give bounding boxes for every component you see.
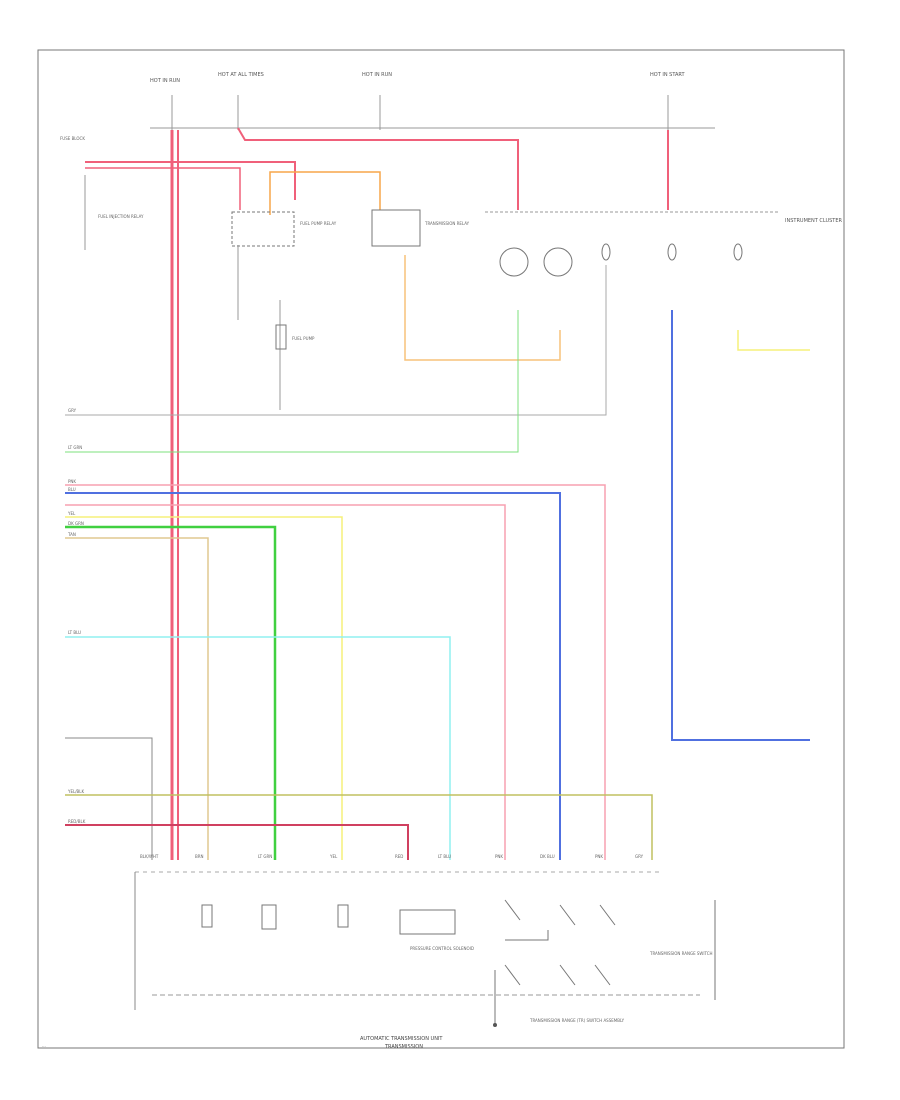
wire-pink-bundle-2 <box>65 504 506 860</box>
range-switch-icon <box>504 899 616 986</box>
wire-label-redblk: RED/BLK <box>68 819 86 824</box>
fuel-injection-relay-label: FUEL INJECTION RELAY <box>98 214 144 219</box>
gauge-2-icon <box>543 247 573 277</box>
diagram-frame <box>37 49 845 1049</box>
gauge-1-icon <box>499 247 529 277</box>
footer-code: ... <box>42 1043 46 1048</box>
bottom-conn-5: LT BLU <box>438 854 451 859</box>
bottom-conn-4: RED <box>395 854 403 859</box>
wire-label-tan: TAN <box>67 532 76 537</box>
tcm-subtitle: TRANSMISSION <box>384 1044 423 1050</box>
wire-pink-top <box>237 127 519 210</box>
wire-label-dkgrn: DK GRN <box>68 521 84 526</box>
wire-label-pnk: PNK <box>68 479 76 484</box>
fuel-pump-relay-label: FUEL PUMP RELAY <box>300 221 337 226</box>
wire-redblk <box>65 824 409 860</box>
wire-label-ylblk: YEL/BLK <box>67 789 85 794</box>
bottom-conn-8: PNK <box>595 854 603 859</box>
solenoid-1-icon <box>201 904 213 928</box>
fuel-pump-relay-box <box>231 211 295 247</box>
solenoid-2-icon <box>261 904 277 930</box>
transmission-relay-box <box>371 209 421 247</box>
wire-label-ltgrn: LT GRN <box>68 445 82 450</box>
hot-label-1: HOT IN RUN <box>150 78 180 84</box>
valve-body-label: TRANSMISSION RANGE (TR) SWITCH ASSEMBLY <box>529 1018 625 1023</box>
bottom-conn-1: BRN <box>195 854 204 859</box>
solenoid-3-icon <box>337 904 349 928</box>
fuel-pump-icon <box>275 324 287 350</box>
wire-ltgrn-top <box>65 310 519 453</box>
wire-green-bundle <box>65 525 277 860</box>
wire-yellow-bundle <box>65 516 343 860</box>
wire-label-ltblu: LT BLU <box>68 630 81 635</box>
tcm-title: AUTOMATIC TRANSMISSION UNIT <box>360 1036 443 1042</box>
bottom-conn-2: LT GRN <box>258 854 272 859</box>
wire-gray-cluster <box>65 265 607 416</box>
wire-pink-relay2 <box>85 167 241 210</box>
ground-icon <box>493 1023 497 1027</box>
wire-blue-bundle <box>65 492 561 860</box>
bottom-conn-6: PNK <box>495 854 503 859</box>
bulb-3-icon <box>733 243 743 261</box>
pressure-solenoid-label: PRESSURE CONTROL SOLENOID <box>410 946 474 951</box>
bottom-conn-3: YEL <box>329 854 338 859</box>
fuel-pump-label: FUEL PUMP <box>292 336 315 341</box>
hot-label-4: HOT IN START <box>650 72 686 78</box>
wire-pink-relay <box>85 161 296 200</box>
transmission-relay-label: TRANSMISSION RELAY <box>424 221 470 226</box>
wire-label-blu: BLU <box>68 487 76 492</box>
fuse-block-label: FUSE BLOCK <box>60 136 85 141</box>
pressure-solenoid-icon <box>399 909 456 935</box>
bulb-2-icon <box>667 243 677 261</box>
bottom-conn-7: DK BLU <box>540 854 555 859</box>
bulb-1-icon <box>601 243 611 261</box>
wire-pink-bundle-1 <box>65 484 606 860</box>
wire-yelblk <box>65 794 653 860</box>
wire-yellow-right <box>737 330 810 351</box>
wire-fuelpump <box>237 245 281 410</box>
wire-gray-left <box>65 737 153 860</box>
bottom-conn-0: BLK/WHT <box>140 854 159 859</box>
hot-label-2: HOT AT ALL TIMES <box>218 72 264 78</box>
hot-label-3: HOT IN RUN <box>362 72 392 78</box>
instrument-cluster-label: INSTRUMENT CLUSTER <box>785 218 843 224</box>
trans-range-switch-label: TRANSMISSION RANGE SWITCH <box>649 951 713 956</box>
wire-label-yel: YEL <box>67 511 76 516</box>
wire-orange <box>269 171 381 215</box>
wire-ltblue <box>65 636 451 860</box>
wire-tan-bundle <box>65 537 209 860</box>
bottom-conn-9: GRY <box>635 854 644 859</box>
wire-label-gry: GRY <box>68 408 77 413</box>
wire-blue-right <box>671 310 810 741</box>
wire-orange-down <box>404 255 561 361</box>
